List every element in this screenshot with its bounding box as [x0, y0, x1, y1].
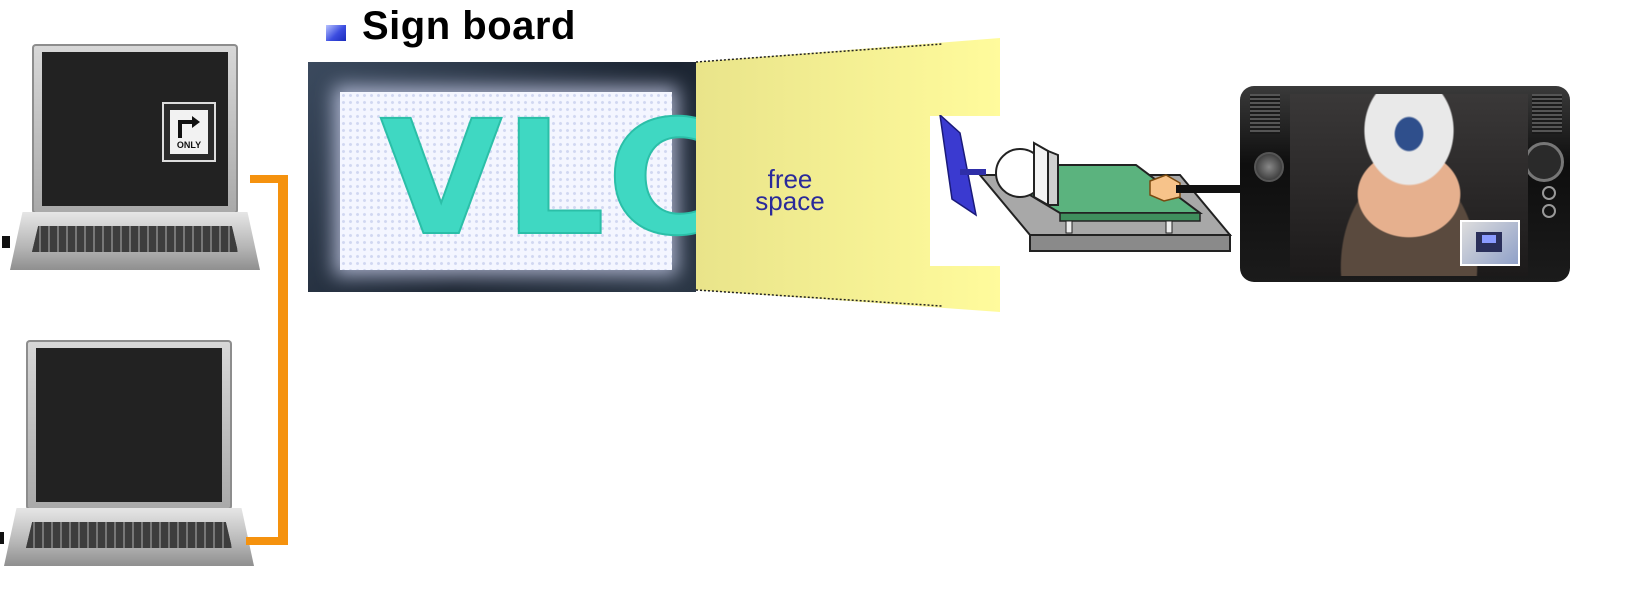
connector-line [278, 175, 288, 545]
lens-holder-side [1048, 151, 1058, 205]
led-panel: VLC [340, 92, 672, 270]
board-leg [1166, 221, 1172, 233]
circuit-board-edge [1060, 213, 1200, 221]
umpc-screen-photo [1290, 94, 1528, 276]
device-button [1542, 204, 1556, 218]
photodetector-icon [940, 115, 976, 215]
square-bullet-icon [326, 25, 346, 41]
power-plug-icon [0, 532, 4, 544]
laptop-source-top: ONLY [10, 44, 260, 284]
laptop-screen-photo: ONLY [42, 52, 228, 206]
led-sign-board: VLC [308, 62, 696, 292]
device-button [1542, 186, 1556, 200]
street-sign-graphic: ONLY [162, 102, 216, 162]
street-sign-text: ONLY [170, 140, 208, 150]
laptop-keyboard [26, 522, 232, 548]
lens-holder [1034, 143, 1048, 205]
detector-mount [960, 169, 986, 175]
picture-in-picture-thumbnail [1460, 220, 1520, 266]
connector-line-bottom [246, 537, 288, 545]
free-space-label-line2: space [740, 190, 840, 212]
page-title: Sign board [362, 2, 576, 50]
usb-cable [1176, 185, 1244, 193]
led-text: VLC [380, 104, 696, 254]
turn-arrow-icon [170, 110, 208, 140]
base-plate-edge [1030, 235, 1230, 251]
speaker-grill-right [1532, 94, 1562, 134]
dpad-icon [1524, 142, 1564, 182]
joystick-icon [1254, 152, 1284, 182]
laptop-keyboard [32, 226, 238, 252]
power-plug-icon [2, 236, 10, 248]
laptop-lid [26, 340, 232, 510]
speaker-grill-left [1250, 94, 1280, 134]
laptop-lid: ONLY [32, 44, 238, 214]
laptop-source-bottom [4, 340, 254, 580]
umpc-receiver-device [1240, 86, 1570, 282]
board-leg [1066, 221, 1072, 233]
free-space-label: free space [740, 168, 840, 212]
laptop-screen-photo [36, 348, 222, 502]
